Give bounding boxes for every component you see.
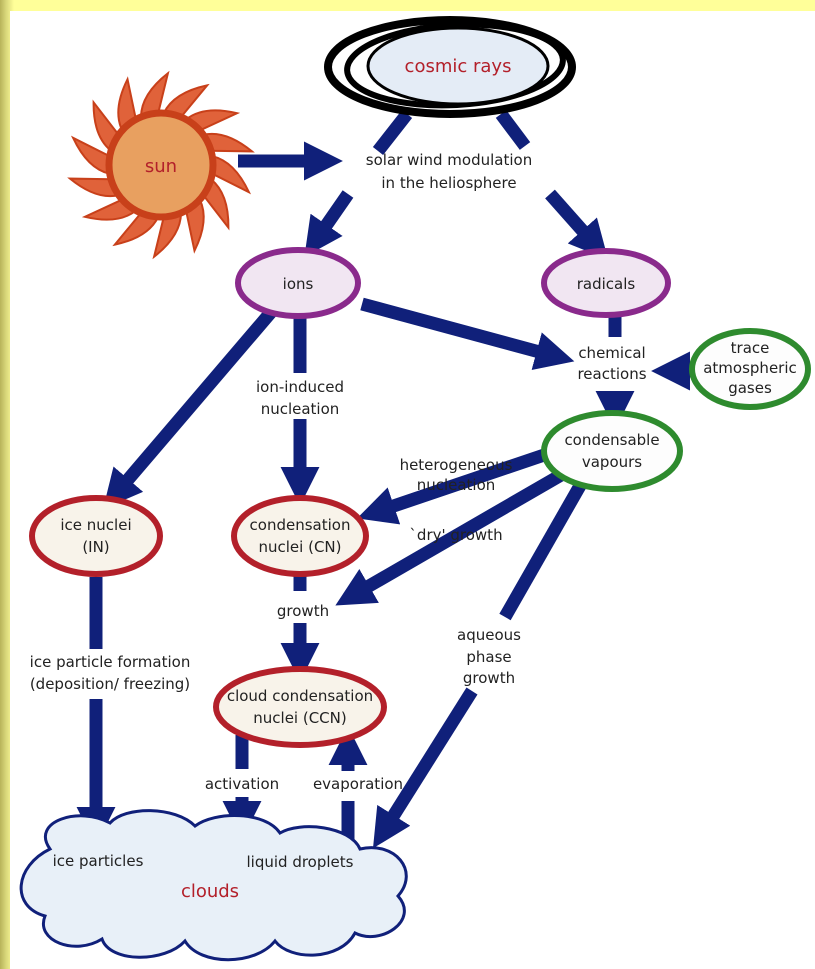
cosmic-ray-cloud-diagram: cosmic rays sun solar wind modulation in… xyxy=(19,16,811,962)
cosmic-rays-node: cosmic rays xyxy=(324,16,576,118)
arrow-solarwind-to-ions xyxy=(304,190,354,257)
arrow-aqueous-to-droplets xyxy=(372,687,478,849)
arrow-ions-to-chemical xyxy=(360,297,575,371)
sun-ray xyxy=(112,211,160,247)
arrow-vapours-to-growth xyxy=(335,465,572,606)
arrow-cosmic-to-solarwind-right xyxy=(495,110,531,150)
arrow-ions-to-icenuclei xyxy=(103,306,277,509)
ice-nuclei-node: ice nuclei (IN) xyxy=(29,495,163,577)
liquid-droplets-label: liquid droplets xyxy=(247,853,354,871)
svg-text:nuclei (CCN): nuclei (CCN) xyxy=(253,709,346,727)
sun-ray xyxy=(139,70,170,119)
radicals-label: radicals xyxy=(577,275,636,293)
svg-text:condensation: condensation xyxy=(250,516,351,534)
svg-text:cloud condensation: cloud condensation xyxy=(227,687,373,705)
cosmic-rays-label: cosmic rays xyxy=(405,56,512,77)
aqueous-phase-growth-label: aqueous phase growth xyxy=(457,626,521,687)
svg-text:vapours: vapours xyxy=(582,453,642,471)
svg-text:ice nuclei: ice nuclei xyxy=(60,516,131,534)
svg-text:trace: trace xyxy=(731,339,770,357)
activation-label: activation xyxy=(205,775,279,793)
sun-ray xyxy=(70,135,111,176)
radicals-node: radicals xyxy=(541,248,671,318)
solar-wind-label: solar wind modulation in the heliosphere xyxy=(366,151,532,192)
svg-text:ice particle formation: ice particle formation xyxy=(30,653,191,671)
condensation-nuclei-node: condensation nuclei (CN) xyxy=(231,495,369,577)
svg-text:(deposition/ freezing): (deposition/ freezing) xyxy=(30,675,190,693)
heterogeneous-nucleation-label: heterogeneous nucleation xyxy=(400,456,513,494)
sun-ray xyxy=(162,83,210,119)
sun-ray xyxy=(152,211,183,260)
svg-text:reactions: reactions xyxy=(577,365,646,383)
clouds-label: clouds xyxy=(181,881,239,902)
sun-ray xyxy=(201,132,255,153)
arrows xyxy=(76,109,694,869)
svg-text:(IN): (IN) xyxy=(82,538,109,556)
trace-gases-node: trace atmospheric gases xyxy=(689,328,811,410)
ice-particle-formation-label: ice particle formation (deposition/ free… xyxy=(30,653,191,693)
arrow-vapours-to-aqueous xyxy=(499,473,591,621)
sun-ray xyxy=(184,198,205,254)
svg-text:heterogeneous: heterogeneous xyxy=(400,456,513,474)
svg-text:nucleation: nucleation xyxy=(417,476,496,494)
svg-text:aqueous: aqueous xyxy=(457,626,521,644)
clouds-node: ice particles liquid droplets clouds xyxy=(19,809,408,962)
sun-ray xyxy=(67,177,121,198)
svg-text:in the heliosphere: in the heliosphere xyxy=(381,174,516,192)
svg-text:growth: growth xyxy=(463,669,515,687)
ion-induced-nucleation-label: ion-induced nucleation xyxy=(256,378,344,418)
evaporation-label: evaporation xyxy=(313,775,403,793)
ions-label: ions xyxy=(283,275,314,293)
svg-text:nuclei (CN): nuclei (CN) xyxy=(259,538,342,556)
condensable-vapours-node: condensable vapours xyxy=(541,410,683,492)
sun-node: sun xyxy=(67,70,255,260)
sun-ray xyxy=(117,76,138,132)
svg-text:chemical: chemical xyxy=(578,344,645,362)
ccn-node: cloud condensation nuclei (CCN) xyxy=(213,666,387,748)
arrow-cosmic-to-solarwind-left xyxy=(372,109,413,156)
ions-node: ions xyxy=(235,247,361,319)
svg-text:ion-induced: ion-induced xyxy=(256,378,344,396)
diagram-canvas: cosmic rays sun solar wind modulation in… xyxy=(10,11,815,969)
svg-text:nucleation: nucleation xyxy=(261,400,340,418)
sun-ray xyxy=(211,154,252,195)
arrow-vapours-to-cn xyxy=(356,444,559,525)
svg-text:phase: phase xyxy=(466,648,511,666)
ice-particles-label: ice particles xyxy=(53,852,144,870)
dry-growth-label: `dry' growth xyxy=(409,526,502,544)
svg-text:condensable: condensable xyxy=(564,431,659,449)
svg-text:gases: gases xyxy=(728,379,772,397)
svg-text:atmospheric: atmospheric xyxy=(703,359,797,377)
svg-text:solar wind modulation: solar wind modulation xyxy=(366,151,532,169)
growth-label: growth xyxy=(277,602,329,620)
sun-label: sun xyxy=(145,156,177,177)
arrow-solarwind-to-radicals xyxy=(545,189,609,260)
chemical-reactions-label: chemical reactions xyxy=(577,344,646,383)
